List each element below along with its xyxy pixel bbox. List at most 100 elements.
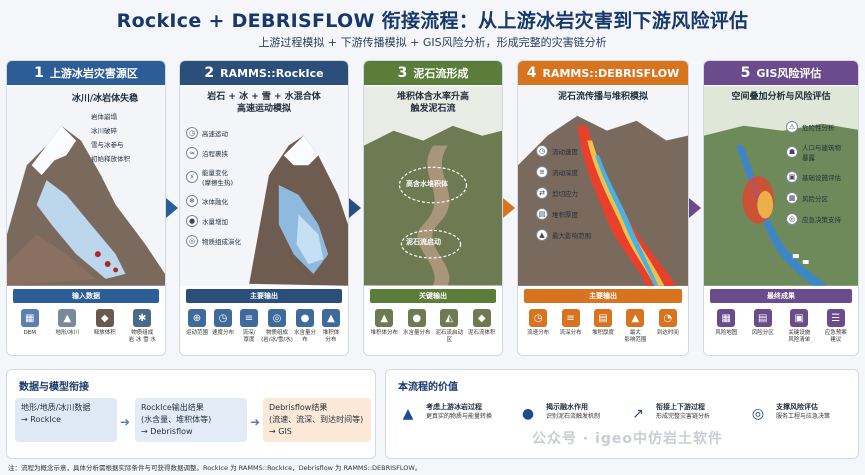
infrastructure-icon: ▣ [786,171,798,183]
output-item: ●水含量分布 [402,305,432,337]
value-title: 支撑风险评估 [776,403,818,411]
terrain-item: ▲ 地形/冰川 [52,305,82,337]
water-icon: ● [296,309,314,327]
feature-label: 高速运动 [202,130,228,138]
feature-item: ≡流动深度 [536,166,591,178]
debris-valley-illustration [364,86,502,286]
icon-label: 风险分区 [751,330,774,336]
icon-label: DEM [23,330,36,336]
feature-item: ◷高速运动 [186,127,241,139]
flow-arrow-1 [166,198,178,218]
icon-label: 关键设施 风险清单 [788,330,811,343]
arrow-right-icon: ➜ [250,415,261,429]
icon-label: 应急预案 建议 [824,330,847,343]
icon-label: 运动范围 [185,330,208,336]
feature-item: ▦风险分区 [786,192,841,204]
drop-icon: ● [521,406,535,422]
debris-initiation-label: 泥石流启动 [406,238,441,246]
panel-1-subtitle: 冰川/冰岩体失稳 [71,94,139,104]
feature-label: 沿程裹挟 [202,150,228,158]
facility-icon: ▣ [790,309,809,327]
feature-label: 初始释放体积 [91,155,130,163]
panel-1-header: 1 上游冰岩灾害源区 [7,61,165,85]
icon-label: 泥石流体积 [467,330,496,336]
section-title: 数据与模型衔接 [19,382,89,393]
trend-icon: ↗ [632,406,644,422]
icon-label: 地形/冰川 [55,330,80,336]
process-value-section: 本流程的价值 ▲ 考虑上游冰岩过程更真实的物质与能量转换 ● 揭示融水作用识别泥… [385,369,859,459]
output-item: ◔ 到达时间 [653,305,683,337]
terrain-icon: ▲ [58,309,77,327]
target-icon: ◎ [751,406,765,422]
feature-label: 能量变化 (摩擦生热) [202,169,234,187]
panel-5-features: ⚠危险性分析 ☗人口与建筑物 暴露 ▣基础设施评估 ▦风险分区 ◎应急决策支持 [786,121,841,229]
value-desc: 更真实的物质与能量转换 [426,413,493,420]
feature-label: 冰川破碎 [91,127,117,135]
feature-item: 初始释放体积 [91,153,130,163]
feature-item: ▲最大影响范围 [536,229,591,241]
feature-label: 堆积厚度 [552,211,578,219]
feature-item: ●水量增加 [186,215,241,227]
feature-label: 人口与建筑物 暴露 [802,144,841,162]
icon-label: 水含量分布 [402,330,431,336]
key-output-icons: ▲堆积体分布 ●水含量分布 ◭泥石流启动区 ◆泥石流体积 [368,305,498,353]
icon-label: 泥石流启动区 [435,330,463,343]
panel-2-subtitle: 岩石 + 冰 + 雪 + 水混合体 高速运动模拟 [207,92,321,114]
melt-icon: ❄ [186,195,198,207]
velocity-icon: ◷ [536,145,548,157]
feature-label: 基础设施评估 [802,174,841,182]
feature-label: 冰体融化 [202,198,228,206]
result-item: ▤ 风险分区 [748,305,778,337]
output-item: ▲堆积体 分布 [318,305,344,344]
feature-item: ◎物质组成演化 [186,235,241,247]
feature-item: ▣ 基础设施评估 [786,171,841,183]
feature-label: 应急决策支持 [802,216,841,224]
zoning-icon: ▦ [786,192,798,204]
panel-2-header: 2 RAMMS::RockIce [180,61,348,85]
main-output-label: 主要输出 [524,289,682,303]
panel-3-header: 3 泥石流形成 [364,61,502,85]
flow-box-debrisflow: Debrisflow结果 (流速、流深、到达时间等) → GIS [263,398,371,442]
panel-gis-risk: 5 GIS风险评估 空间叠加分析与风险评估 ⚠危险性分析 ☗人口与建筑物 暴露 … [703,60,859,356]
panel-3-title: 泥石流形成 [413,67,469,80]
icon-label: 到达时间 [656,330,679,336]
key-output-label: 关键输出 [370,289,496,303]
flow-box-input: 地形/地质/冰川数据 → RockIce [15,398,117,442]
value-desc: 服务工程与应急决策 [776,413,831,420]
rockice-mountain-illustration [180,86,348,286]
thickness-icon: ▤ [593,309,612,327]
panel-4-subtitle: 泥石流传播与堆积模拟 [557,92,648,102]
feature-item: ⇄剪切应力 [536,187,591,199]
final-result-label: 最终成果 [710,289,852,303]
main-output-icons: ⊕运动范围 ◷速度分布 ≡流深/ 厚度 ◎物质组成 (岩/冰/雪/水) ●水含量… [184,305,344,353]
dem-item: ▦DEM [15,305,45,337]
depth-icon: ≡ [536,166,548,178]
feature-item: ⚡能量变化 (摩擦生热) [186,167,241,187]
composition-icon: ◎ [186,235,198,247]
step-number: 5 [740,65,751,81]
feature-item: ◷流动速度 [536,145,591,157]
feature-item: 岩体崩塌 [91,111,130,121]
page-title: RockIce + DEBRISFLOW 衔接流程：从上游冰岩灾害到下游风险评估 [116,10,749,32]
zoning-icon: ▤ [753,309,772,327]
value-item: ● 揭示融水作用识别泥石流触发机制 [516,402,600,426]
panel-source-area: 1 上游冰岩灾害源区 冰川/冰岩体失稳 岩体崩塌 冰川破碎 雪与冰参与 初始释放… [6,60,166,356]
icon-label: 堆积体分布 [370,330,398,336]
initiation-icon: ◭ [440,309,459,327]
output-item: ◷流速分布 [523,305,553,337]
feature-label: 最大影响范围 [552,232,591,240]
entrainment-icon: ≈ [186,147,198,159]
feature-item: ❄ 冰体融化 [186,195,241,207]
panel-5-title: GIS风险评估 [756,67,822,80]
time-icon: ◔ [658,309,677,327]
output-item: ◎物质组成 (岩/冰/雪/水) [261,305,293,344]
step-number: 4 [526,65,537,81]
panel-5-header: 5 GIS风险评估 [704,61,858,85]
output-item: ≡流深分布 [556,305,586,337]
people-icon: ☗ [786,146,798,158]
flow-volume-icon: ◆ [472,309,491,327]
feature-item: ◎应急决策支持 [786,213,841,225]
deposit-icon: ▲ [322,309,340,327]
main-output-icons: ◷流速分布 ≡流深分布 ▤堆积厚度 ▲最大 影响范围 ◔到达时间 [522,305,684,353]
icon-label: 风险地图 [715,330,738,336]
